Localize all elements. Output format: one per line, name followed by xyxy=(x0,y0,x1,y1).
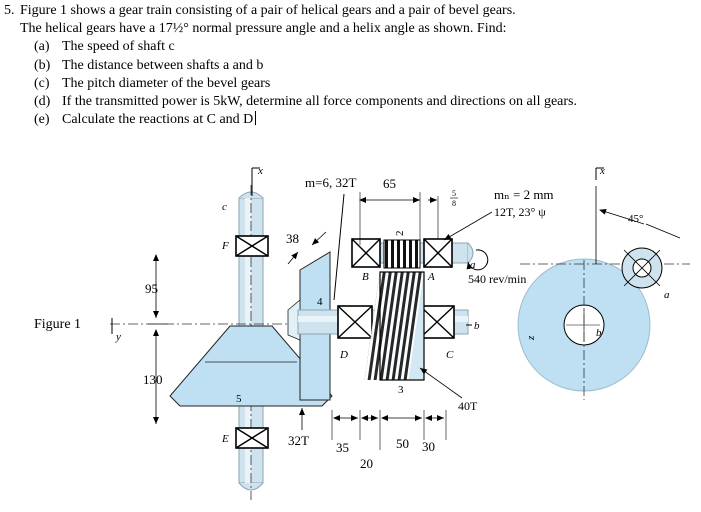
gear-train-figure: Figure 1 x c F E 5 4 xyxy=(34,165,690,500)
dim-38-label: 38 xyxy=(286,231,299,246)
bearing-E xyxy=(235,427,269,449)
rotation-arrow-icon xyxy=(466,249,489,271)
dim-95-label: 95 xyxy=(145,281,158,296)
label-b-right: b xyxy=(596,327,602,339)
label-gear-3: 3 xyxy=(398,384,404,396)
question-text: 5. Figure 1 shows a gear train consisting… xyxy=(4,2,699,129)
label-gear-2: 2 xyxy=(394,231,406,237)
bearing-D xyxy=(337,305,373,339)
question-part-c: (c) The pitch diameter of the bevel gears xyxy=(4,75,699,93)
label-E: E xyxy=(221,433,229,445)
label-gear-4: 4 xyxy=(317,296,323,308)
label-c: c xyxy=(222,201,227,213)
label-A: A xyxy=(427,271,435,283)
label-a: a xyxy=(470,259,476,271)
figure-caption: Figure 1 xyxy=(34,317,81,332)
fraction-den: 8 xyxy=(452,199,456,208)
fraction-num: 5 xyxy=(452,189,456,198)
dim-20-label: 20 xyxy=(360,456,373,471)
dim-50-label: 50 xyxy=(396,436,409,451)
label-b: b xyxy=(474,320,480,332)
label-x-left: x xyxy=(257,165,263,177)
label-y: y xyxy=(115,331,121,343)
part-label: (a) xyxy=(34,39,50,55)
label-D: D xyxy=(339,349,348,361)
part-label: (e) xyxy=(34,112,50,128)
bearing-A xyxy=(423,238,453,268)
part-text: The distance between shafts a and b xyxy=(62,57,264,73)
question-part-e: (e) Calculate the reactions at C and D xyxy=(4,111,699,129)
part-label: (c) xyxy=(34,75,50,91)
label-C: C xyxy=(446,349,454,361)
label-B: B xyxy=(362,271,369,283)
label-gear-5: 5 xyxy=(236,393,242,405)
part-label: (d) xyxy=(34,94,51,110)
dim-130-label: 130 xyxy=(143,372,163,387)
label-F: F xyxy=(221,240,229,252)
question-number: 5. xyxy=(4,3,15,18)
label-x-right: x xyxy=(599,165,605,177)
dim-30-label: 30 xyxy=(422,439,435,454)
bearing-C xyxy=(419,305,455,339)
dim-35-label: 35 xyxy=(336,440,349,455)
question-intro: Figure 1 shows a gear train consisting o… xyxy=(20,3,516,18)
bearing-F xyxy=(235,235,269,257)
bevel-gear-5 xyxy=(169,325,333,407)
part-label: (b) xyxy=(34,57,51,73)
question-part-b: (b) The distance between shafts a and b xyxy=(4,57,699,75)
part-text: The speed of shaft c xyxy=(62,39,175,55)
part-text: The pitch diameter of the bevel gears xyxy=(62,75,271,91)
gear-40T-label: 40T xyxy=(458,399,478,413)
gear-32T-label: 32T xyxy=(288,433,309,448)
label-a-right: a xyxy=(664,289,670,301)
side-view xyxy=(517,167,690,400)
question-intro-line: 5. Figure 1 shows a gear train consisting… xyxy=(4,2,699,20)
leader-line xyxy=(333,193,345,301)
dim-65-label: 65 xyxy=(383,176,396,191)
text-cursor xyxy=(255,111,257,126)
helical-mn-label: mₙ = 2 mm xyxy=(494,187,554,202)
label-z: z xyxy=(525,335,537,341)
helical-gear-3 xyxy=(364,271,425,381)
part-text: If the transmitted power is 5kW, determi… xyxy=(62,94,577,110)
part-text: Calculate the reactions at C and D xyxy=(62,112,254,128)
question-part-a: (a) The speed of shaft c xyxy=(4,38,699,56)
bevel-spec-label: m=6, 32T xyxy=(305,175,356,190)
speed-label: 540 rev/min xyxy=(468,272,526,286)
question-part-d: (d) If the transmitted power is 5kW, dete… xyxy=(4,93,699,111)
angle-45-label: 45° xyxy=(628,213,643,225)
helical-spec-label: 12T, 23° ψ xyxy=(494,205,546,219)
bearing-B xyxy=(351,238,381,268)
question-intro2: The helical gears have a 17½° normal pre… xyxy=(20,21,507,37)
helical-gear-2 xyxy=(383,239,421,269)
